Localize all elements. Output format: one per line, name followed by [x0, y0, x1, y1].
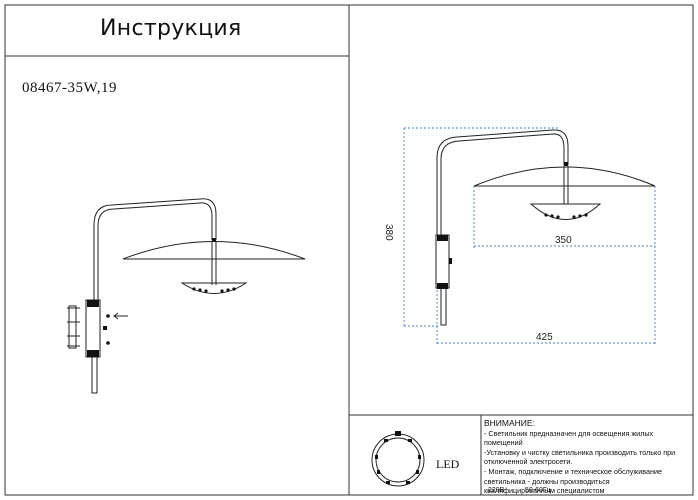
- front-view-details: [437, 162, 588, 289]
- warning-line: -Установку и чистку светильника производ…: [484, 447, 676, 457]
- frequency-rating: 50-60Гц: [525, 487, 551, 494]
- light-source-label: LED: [436, 457, 460, 471]
- dimension-lines: [403, 127, 656, 345]
- dimension-height-label: 380: [383, 224, 394, 241]
- side-view-details: [87, 238, 236, 357]
- front-view-drawing: [435, 129, 656, 326]
- sheet-frame: [4, 4, 694, 496]
- warning-line: - Светильник предназначен для освещения …: [484, 428, 654, 438]
- warning-title: ВНИМАНИЕ:: [484, 418, 535, 428]
- led-ring-chips: [375, 431, 421, 484]
- warning-line: - Монтаж, подключение и техническое обсл…: [484, 466, 662, 476]
- dimension-total-width-label: 425: [536, 332, 553, 343]
- voltage-rating: 220В: [488, 487, 505, 494]
- dimension-shade-width-label: 350: [555, 235, 572, 246]
- led-ring-icon: [371, 433, 425, 487]
- warning-line: отключенной электросети.: [484, 457, 573, 467]
- warning-line: светильника - должны производиться: [484, 476, 610, 486]
- side-view-drawing: [67, 198, 306, 394]
- page-title: Инструкция: [100, 16, 242, 41]
- warning-line: квалифицированным специалистом: [484, 486, 605, 496]
- warning-line: помещений: [484, 438, 523, 448]
- model-number: 08467-35W,19: [22, 80, 118, 96]
- warning-notice: ВНИМАНИЕ: - Светильник предназначен для …: [484, 418, 689, 496]
